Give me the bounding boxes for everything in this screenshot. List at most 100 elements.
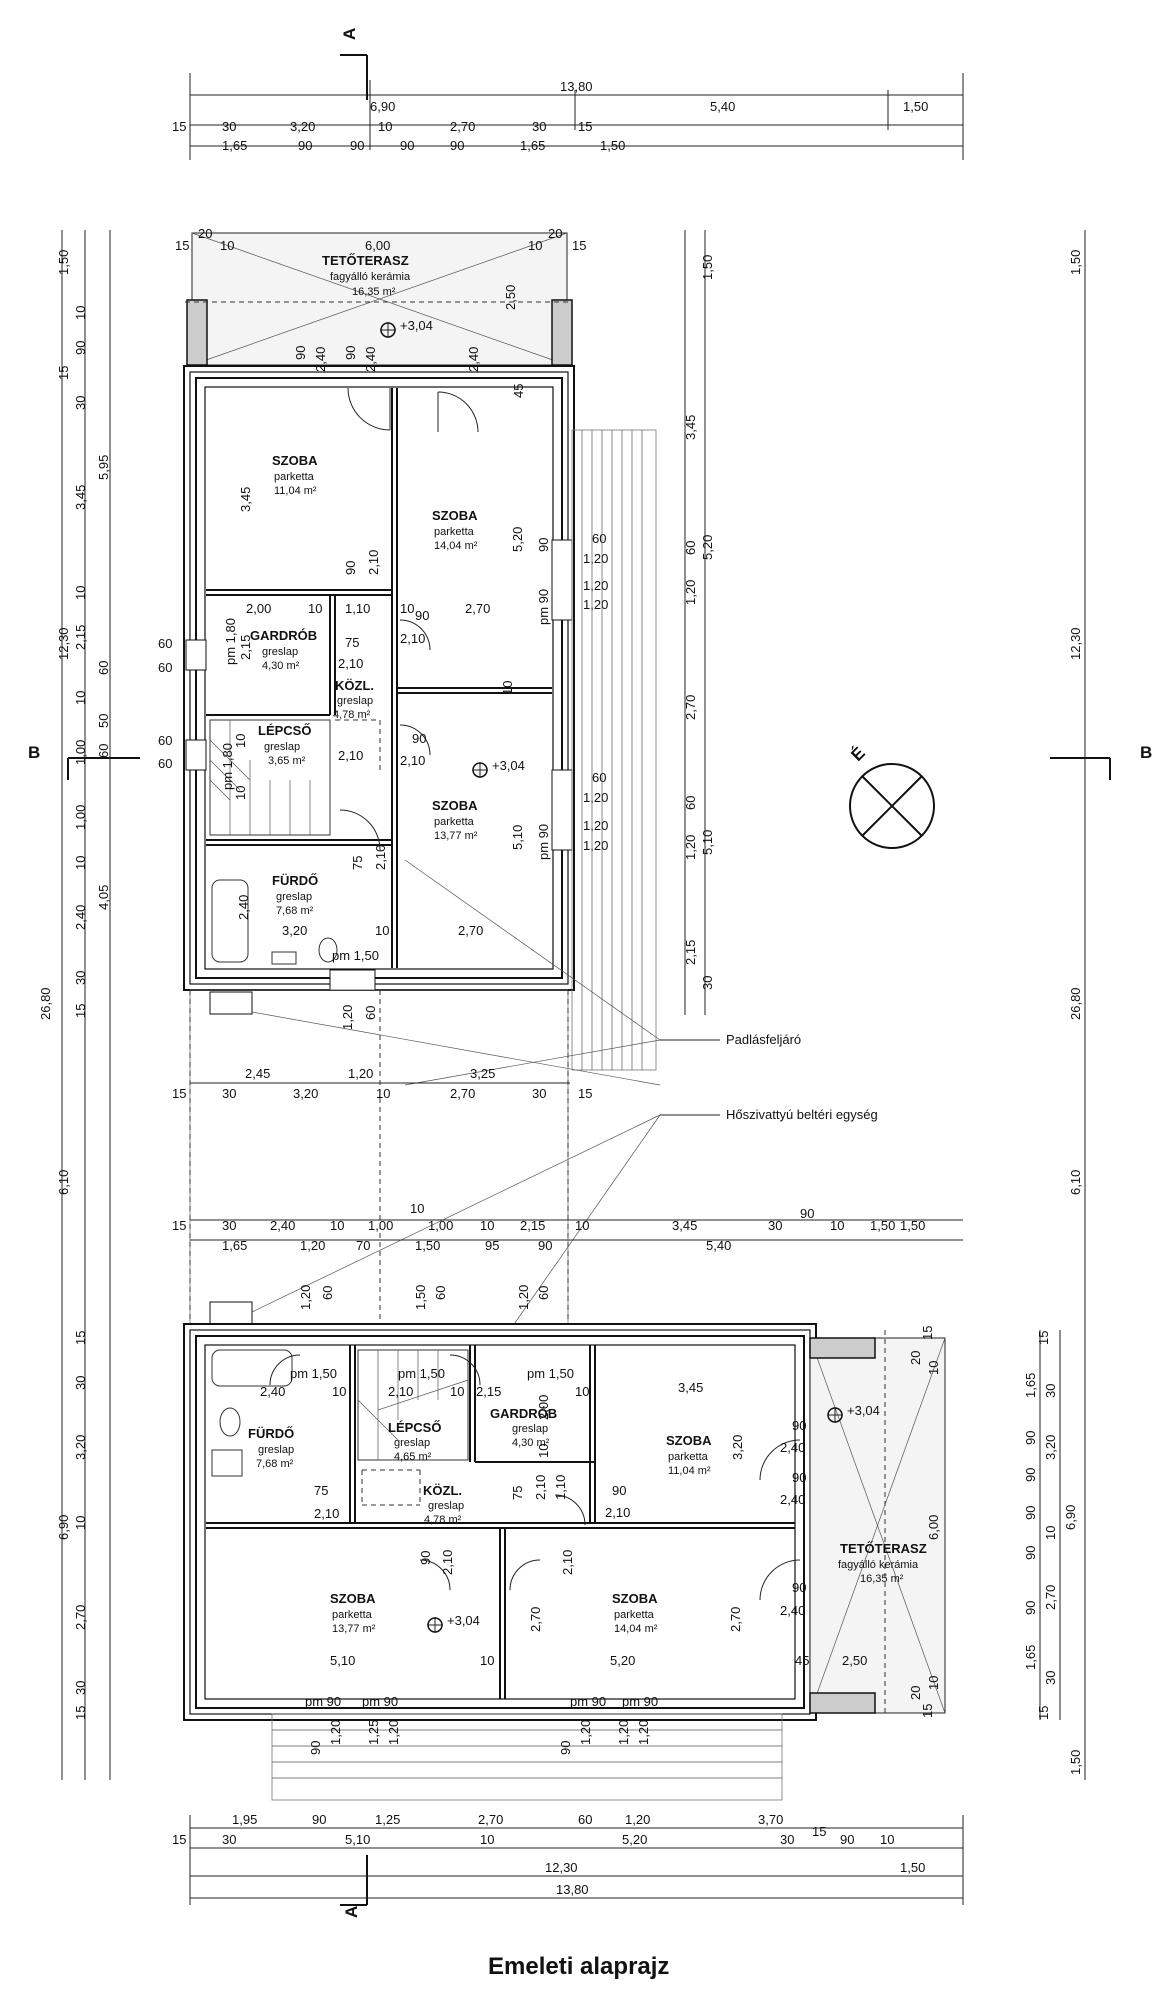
svg-text:2,70: 2,70 <box>458 923 483 938</box>
svg-text:90: 90 <box>1023 1601 1038 1615</box>
top-dim: 1,65 <box>222 138 247 153</box>
svg-text:60: 60 <box>158 636 172 651</box>
svg-text:3,20: 3,20 <box>73 1435 88 1460</box>
svg-text:90: 90 <box>418 1551 433 1565</box>
room-area: 4,78 m² <box>333 709 371 721</box>
svg-text:1,20: 1,20 <box>583 551 608 566</box>
svg-text:1,00: 1,00 <box>73 740 88 765</box>
svg-text:pm 1,50: pm 1,50 <box>398 1366 445 1381</box>
svg-text:2,10: 2,10 <box>373 845 388 870</box>
svg-text:12,30: 12,30 <box>56 627 71 660</box>
svg-text:90: 90 <box>792 1580 806 1595</box>
svg-text:30: 30 <box>73 1681 88 1695</box>
svg-text:10: 10 <box>375 923 389 938</box>
svg-text:10: 10 <box>73 1516 88 1530</box>
room-floor: parketta <box>434 526 475 538</box>
svg-text:2,70: 2,70 <box>1043 1585 1058 1610</box>
svg-text:95: 95 <box>485 1238 499 1253</box>
svg-text:10: 10 <box>233 786 248 800</box>
svg-text:90: 90 <box>312 1812 326 1827</box>
svg-text:12,30: 12,30 <box>545 1860 578 1875</box>
svg-text:pm 90: pm 90 <box>622 1694 658 1709</box>
svg-text:2,40: 2,40 <box>780 1492 805 1507</box>
svg-text:pm 90: pm 90 <box>362 1694 398 1709</box>
svg-text:30: 30 <box>222 1832 236 1847</box>
svg-text:2,10: 2,10 <box>560 1550 575 1575</box>
svg-text:1,20: 1,20 <box>625 1812 650 1827</box>
room-area: 4,30 m² <box>262 660 300 672</box>
svg-text:30: 30 <box>700 976 715 990</box>
svg-text:pm 90: pm 90 <box>536 589 551 625</box>
svg-text:1,20: 1,20 <box>583 838 608 853</box>
room-area: 7,68 m² <box>256 1458 294 1470</box>
svg-text:60: 60 <box>536 1286 551 1300</box>
svg-text:10: 10 <box>73 586 88 600</box>
svg-text:26,80: 26,80 <box>38 987 53 1020</box>
svg-text:1,20: 1,20 <box>300 1238 325 1253</box>
svg-text:90: 90 <box>293 346 308 360</box>
svg-text:5,10: 5,10 <box>330 1653 355 1668</box>
room-name: FÜRDŐ <box>272 873 318 888</box>
svg-text:1,20: 1,20 <box>683 580 698 605</box>
svg-text:10: 10 <box>528 238 542 253</box>
middle-connector <box>189 859 720 1331</box>
svg-text:5,20: 5,20 <box>610 1653 635 1668</box>
right-dimension-lines <box>684 230 1086 1780</box>
svg-text:2,10: 2,10 <box>366 550 381 575</box>
svg-text:90: 90 <box>73 341 88 355</box>
svg-text:30: 30 <box>222 1218 236 1233</box>
svg-text:15: 15 <box>73 1004 88 1018</box>
svg-text:1,20: 1,20 <box>583 597 608 612</box>
svg-text:60: 60 <box>578 1812 592 1827</box>
svg-text:2,40: 2,40 <box>260 1384 285 1399</box>
svg-text:10: 10 <box>332 1384 346 1399</box>
svg-text:pm 1,50: pm 1,50 <box>527 1366 574 1381</box>
svg-text:10: 10 <box>73 691 88 705</box>
svg-text:2,10: 2,10 <box>400 631 425 646</box>
svg-text:2,15: 2,15 <box>476 1384 501 1399</box>
svg-text:90: 90 <box>1023 1506 1038 1520</box>
svg-text:1,65: 1,65 <box>1023 1645 1038 1670</box>
svg-text:5,10: 5,10 <box>345 1832 370 1847</box>
top-dim: 3,20 <box>290 119 315 134</box>
svg-text:1,20: 1,20 <box>583 578 608 593</box>
svg-text:1,20: 1,20 <box>616 1720 631 1745</box>
room-area: 7,68 m² <box>276 905 314 917</box>
room-area: 16,35 m² <box>352 286 396 298</box>
room-floor: greslap <box>337 695 373 707</box>
svg-text:15: 15 <box>172 1218 186 1233</box>
bottom-dimension-lines <box>189 1815 964 1905</box>
svg-text:10: 10 <box>575 1218 589 1233</box>
svg-text:10: 10 <box>480 1832 494 1847</box>
svg-text:30: 30 <box>768 1218 782 1233</box>
section-a-top: A <box>340 28 368 100</box>
top-dimension-lines <box>189 73 964 160</box>
svg-text:20: 20 <box>198 226 212 241</box>
svg-text:1,95: 1,95 <box>232 1812 257 1827</box>
svg-text:2,10: 2,10 <box>338 656 363 671</box>
svg-text:10: 10 <box>308 601 322 616</box>
svg-text:90: 90 <box>1023 1546 1038 1560</box>
room-area: 11,04 m² <box>668 1465 711 1477</box>
svg-text:2,10: 2,10 <box>440 1550 455 1575</box>
svg-text:50: 50 <box>96 714 111 728</box>
callout-heat-pump: Hőszivattyú beltéri egység <box>726 1107 878 1122</box>
svg-text:5,20: 5,20 <box>700 535 715 560</box>
svg-text:1,20: 1,20 <box>386 1720 401 1745</box>
svg-text:1,50: 1,50 <box>870 1218 895 1233</box>
svg-text:10: 10 <box>926 1361 941 1375</box>
svg-text:30: 30 <box>73 1376 88 1390</box>
svg-text:10: 10 <box>450 1384 464 1399</box>
svg-text:1,20: 1,20 <box>328 1720 343 1745</box>
section-b-right: B <box>1050 743 1152 780</box>
svg-text:1,50: 1,50 <box>900 1860 925 1875</box>
svg-text:2,70: 2,70 <box>683 695 698 720</box>
room-area: 13,77 m² <box>434 830 478 842</box>
room-name: GARDRÓB <box>490 1406 557 1421</box>
svg-text:5,40: 5,40 <box>706 1238 731 1253</box>
room-name: SZOBA <box>432 798 478 813</box>
svg-text:60: 60 <box>96 661 111 675</box>
svg-text:90: 90 <box>343 561 358 575</box>
svg-text:10: 10 <box>233 734 248 748</box>
svg-text:10: 10 <box>73 306 88 320</box>
